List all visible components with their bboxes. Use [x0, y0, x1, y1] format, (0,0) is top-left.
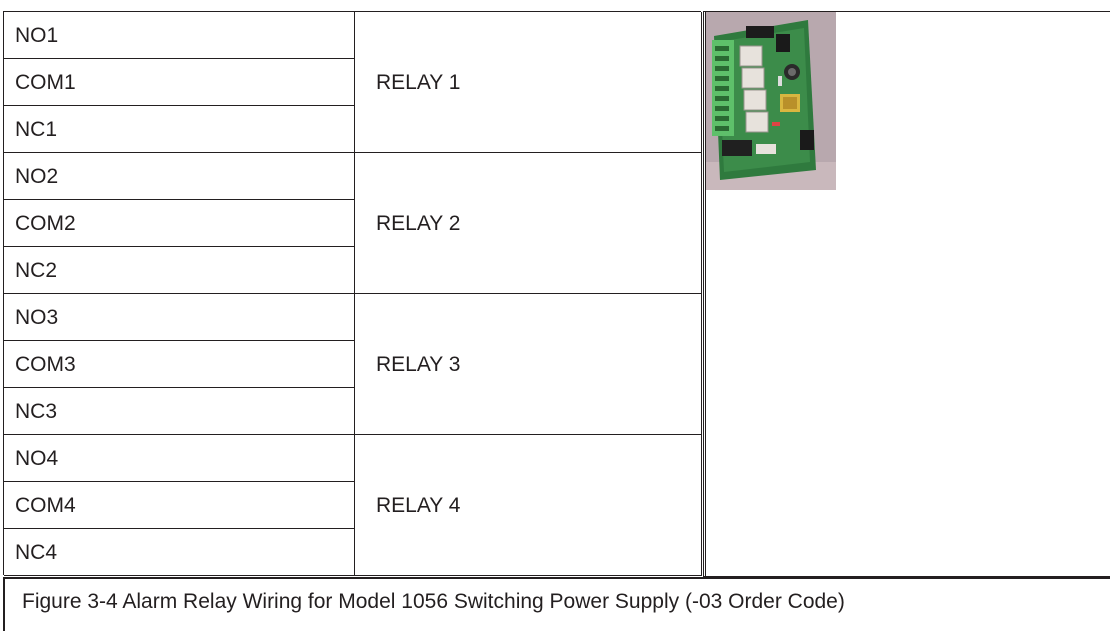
terminal-cell: NO4 [4, 435, 355, 482]
terminal-cell: COM3 [4, 341, 355, 388]
relay-label-cell: RELAY 2 [355, 153, 702, 294]
relay-label-cell: RELAY 4 [355, 435, 702, 576]
relay-label-cell: RELAY 1 [355, 12, 702, 153]
terminal-cell: NC2 [4, 247, 355, 294]
terminal-cell: NO3 [4, 294, 355, 341]
terminal-cell: COM2 [4, 200, 355, 247]
terminal-cell: COM4 [4, 482, 355, 529]
figure-caption-box: Figure 3-4 Alarm Relay Wiring for Model … [3, 577, 1110, 631]
terminal-cell: COM1 [4, 59, 355, 106]
board-photo-cell [703, 11, 1110, 577]
terminal-cell: NO1 [4, 12, 355, 59]
terminal-cell: NC3 [4, 388, 355, 435]
terminal-cell: NO2 [4, 153, 355, 200]
relay-label-cell: RELAY 3 [355, 294, 702, 435]
relay-group: NO2 COM2 NC2 RELAY 2 [4, 153, 702, 294]
cell-divider [705, 12, 706, 576]
terminal-cell: NC4 [4, 529, 355, 576]
relay-wiring-table: NO1 COM1 NC1 RELAY 1 NO2 COM2 NC2 RELAY … [3, 11, 702, 576]
terminal-cell: NC1 [4, 106, 355, 153]
figure-caption: Figure 3-4 Alarm Relay Wiring for Model … [22, 590, 845, 613]
relay-group: NO1 COM1 NC1 RELAY 1 [4, 12, 702, 153]
relay-group: NO3 COM3 NC3 RELAY 3 [4, 294, 702, 435]
relay-group: NO4 COM4 NC4 RELAY 4 [4, 435, 702, 576]
relay-board-photo [706, 12, 836, 190]
